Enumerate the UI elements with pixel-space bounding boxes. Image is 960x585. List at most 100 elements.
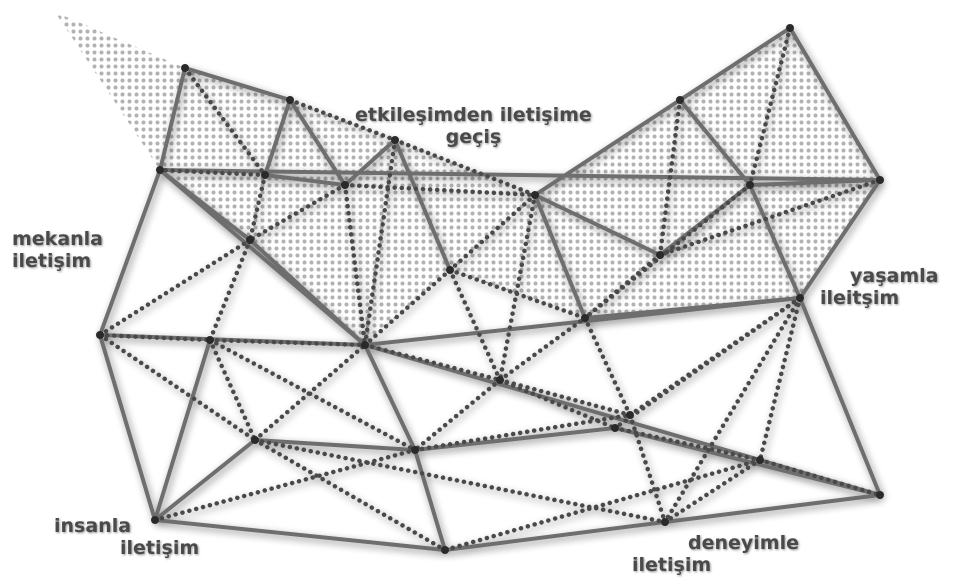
- label-right: yaşamla ileitşim: [820, 265, 939, 309]
- dotted-edge: [207, 337, 368, 348]
- dotted-edge: [447, 192, 538, 273]
- mesh-node: [676, 96, 684, 104]
- dotted-edge: [497, 377, 633, 418]
- solid-edge: [248, 238, 367, 347]
- dotted-edge: [97, 332, 213, 343]
- solid-edge: [288, 98, 347, 187]
- mesh-node: [251, 436, 259, 444]
- label-bottom-left-line1: insanla: [54, 515, 132, 537]
- mesh-node: [656, 251, 664, 259]
- mesh-node: [206, 336, 214, 344]
- solid-edge: [98, 333, 157, 522]
- solid-edge: [533, 193, 587, 320]
- label-right-line2: ileitşim: [820, 287, 900, 309]
- label-left-line2: iletişim: [12, 250, 92, 272]
- label-bottom-right-line1: deneyimle: [688, 532, 799, 554]
- solid-edge: [153, 518, 447, 552]
- mesh-node: [246, 236, 254, 244]
- label-top-line1: etkileşimden iletişime: [355, 104, 592, 126]
- mesh-node: [391, 136, 399, 144]
- solid-edge: [663, 493, 882, 524]
- dotted-edge: [657, 177, 883, 258]
- dotted-edge: [362, 342, 503, 383]
- label-top: etkileşimden iletişime geçiş: [355, 104, 592, 148]
- mesh-node: [181, 64, 189, 72]
- label-bottom-right: deneyimle iletişim: [632, 532, 799, 576]
- dotted-edge: [207, 337, 258, 443]
- solid-edge: [183, 66, 292, 102]
- label-right-line1: yaşamla: [850, 265, 939, 287]
- dotted-edge: [412, 377, 503, 453]
- mesh-node: [876, 176, 884, 184]
- mesh-node: [626, 411, 634, 419]
- mesh-node: [746, 181, 754, 189]
- solid-edge: [158, 168, 252, 242]
- dotted-edge: [207, 237, 253, 343]
- dotted-edge: [412, 412, 633, 453]
- solid-edge: [413, 426, 617, 452]
- solid-edge: [798, 178, 882, 300]
- dotted-edge: [97, 237, 253, 338]
- mesh-node: [286, 96, 294, 104]
- dotted-edge: [662, 457, 763, 525]
- mesh-node: [261, 171, 269, 179]
- dotted-edge: [362, 137, 398, 348]
- mesh-node: [581, 314, 589, 322]
- dotted-edge: [152, 447, 418, 523]
- dotted-edge: [252, 437, 668, 525]
- dotted-edge: [342, 182, 368, 348]
- label-left: mekanla iletişim: [12, 228, 103, 272]
- label-top-line2: geçiş: [445, 126, 502, 148]
- label-bottom-left-line2: iletişim: [120, 537, 200, 559]
- dotted-edge: [287, 97, 398, 143]
- mesh-node: [756, 456, 764, 464]
- dotted-edge: [662, 295, 803, 525]
- solid-edge: [153, 438, 257, 522]
- label-bottom-left: insanla iletişim: [54, 515, 199, 559]
- dotted-edge: [207, 337, 418, 453]
- dotted-edge: [582, 315, 633, 418]
- dotted-edge: [362, 267, 453, 348]
- mesh-node: [531, 191, 539, 199]
- solid-edge: [788, 26, 882, 182]
- mesh-node: [96, 331, 104, 339]
- mesh-node: [661, 518, 669, 526]
- solid-edge: [748, 183, 802, 300]
- solid-edge: [748, 178, 882, 187]
- dotted-edge: [252, 437, 448, 553]
- dotted-edge: [247, 182, 348, 243]
- dotted-edge: [97, 332, 258, 443]
- mesh-node: [361, 341, 369, 349]
- solid-edge: [443, 520, 667, 552]
- dotted-edge: [657, 97, 683, 258]
- mesh-node: [611, 424, 619, 432]
- mesh-nodes: [96, 24, 884, 554]
- label-left-line1: mekanla: [12, 228, 104, 250]
- solid-edge: [363, 343, 417, 452]
- solid-edge: [678, 26, 792, 102]
- mesh-node: [411, 446, 419, 454]
- dotted-edge: [497, 192, 538, 383]
- dotted-edge: [627, 412, 668, 525]
- mesh-node: [446, 266, 454, 274]
- solid-edge: [263, 173, 347, 187]
- dotted-edge: [447, 267, 503, 383]
- solid-edge: [158, 66, 187, 172]
- dotted-edge: [747, 25, 793, 188]
- dotted-edge: [582, 182, 753, 321]
- solid-edge: [98, 168, 162, 337]
- solid-edge: [253, 438, 417, 452]
- mesh-lines: [97, 25, 883, 553]
- solid-edge: [413, 448, 447, 552]
- mesh-node: [156, 166, 164, 174]
- dotted-edge: [497, 377, 618, 431]
- dotted-edge: [247, 172, 268, 243]
- dotted-edge: [612, 295, 803, 431]
- solid-edge: [153, 338, 212, 522]
- solid-edge: [533, 98, 682, 197]
- dotted-edge: [442, 457, 763, 553]
- solid-edge: [678, 98, 752, 187]
- mesh-node: [786, 24, 794, 32]
- mesh-node: [151, 516, 159, 524]
